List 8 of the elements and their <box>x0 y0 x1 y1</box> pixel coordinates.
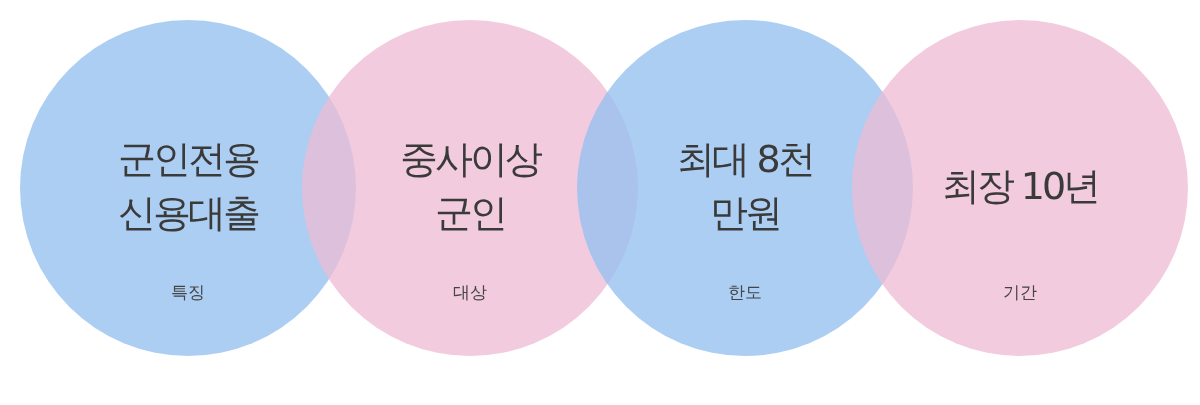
circle-title: 최장 10년 <box>940 163 1100 210</box>
circle-title: 군인전용 신용대출 <box>117 136 259 237</box>
circle-label: 대상 <box>452 281 488 304</box>
circle-label: 한도 <box>727 281 763 304</box>
circle-title: 중사이상 군인 <box>399 136 542 237</box>
circle-label: 기간 <box>1002 281 1038 304</box>
circle-label: 특징 <box>170 281 206 304</box>
circle-title: 최대 8천만원 <box>676 136 814 237</box>
